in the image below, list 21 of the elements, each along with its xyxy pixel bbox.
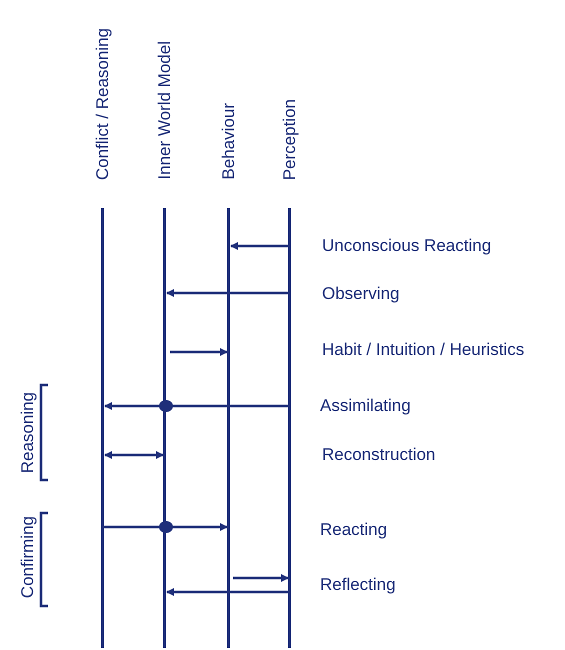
row-label: Reconstruction bbox=[322, 445, 436, 465]
column-heading: Inner World Model bbox=[155, 41, 175, 180]
row-label: Reacting bbox=[320, 520, 388, 540]
group-label: Reasoning bbox=[18, 392, 38, 473]
arrow bbox=[233, 574, 289, 582]
column-heading: Perception bbox=[280, 99, 300, 180]
arrow bbox=[103, 523, 228, 531]
column-heading: Behaviour bbox=[219, 103, 239, 180]
arrow bbox=[170, 348, 228, 356]
column-heading: Conflict / Reasoning bbox=[93, 28, 113, 180]
arrow bbox=[230, 242, 290, 250]
row-label: Reflecting bbox=[320, 575, 396, 595]
group-label: Confirming bbox=[18, 516, 38, 598]
row-label: Habit / Intuition / Heuristics bbox=[322, 340, 524, 360]
arrow bbox=[166, 588, 290, 596]
arrow bbox=[166, 289, 290, 297]
row-label: Observing bbox=[322, 284, 400, 304]
arrow bbox=[104, 402, 290, 410]
row-label: Assimilating bbox=[320, 396, 411, 416]
arrow bbox=[104, 451, 164, 459]
row-label: Unconscious Reacting bbox=[322, 236, 492, 256]
